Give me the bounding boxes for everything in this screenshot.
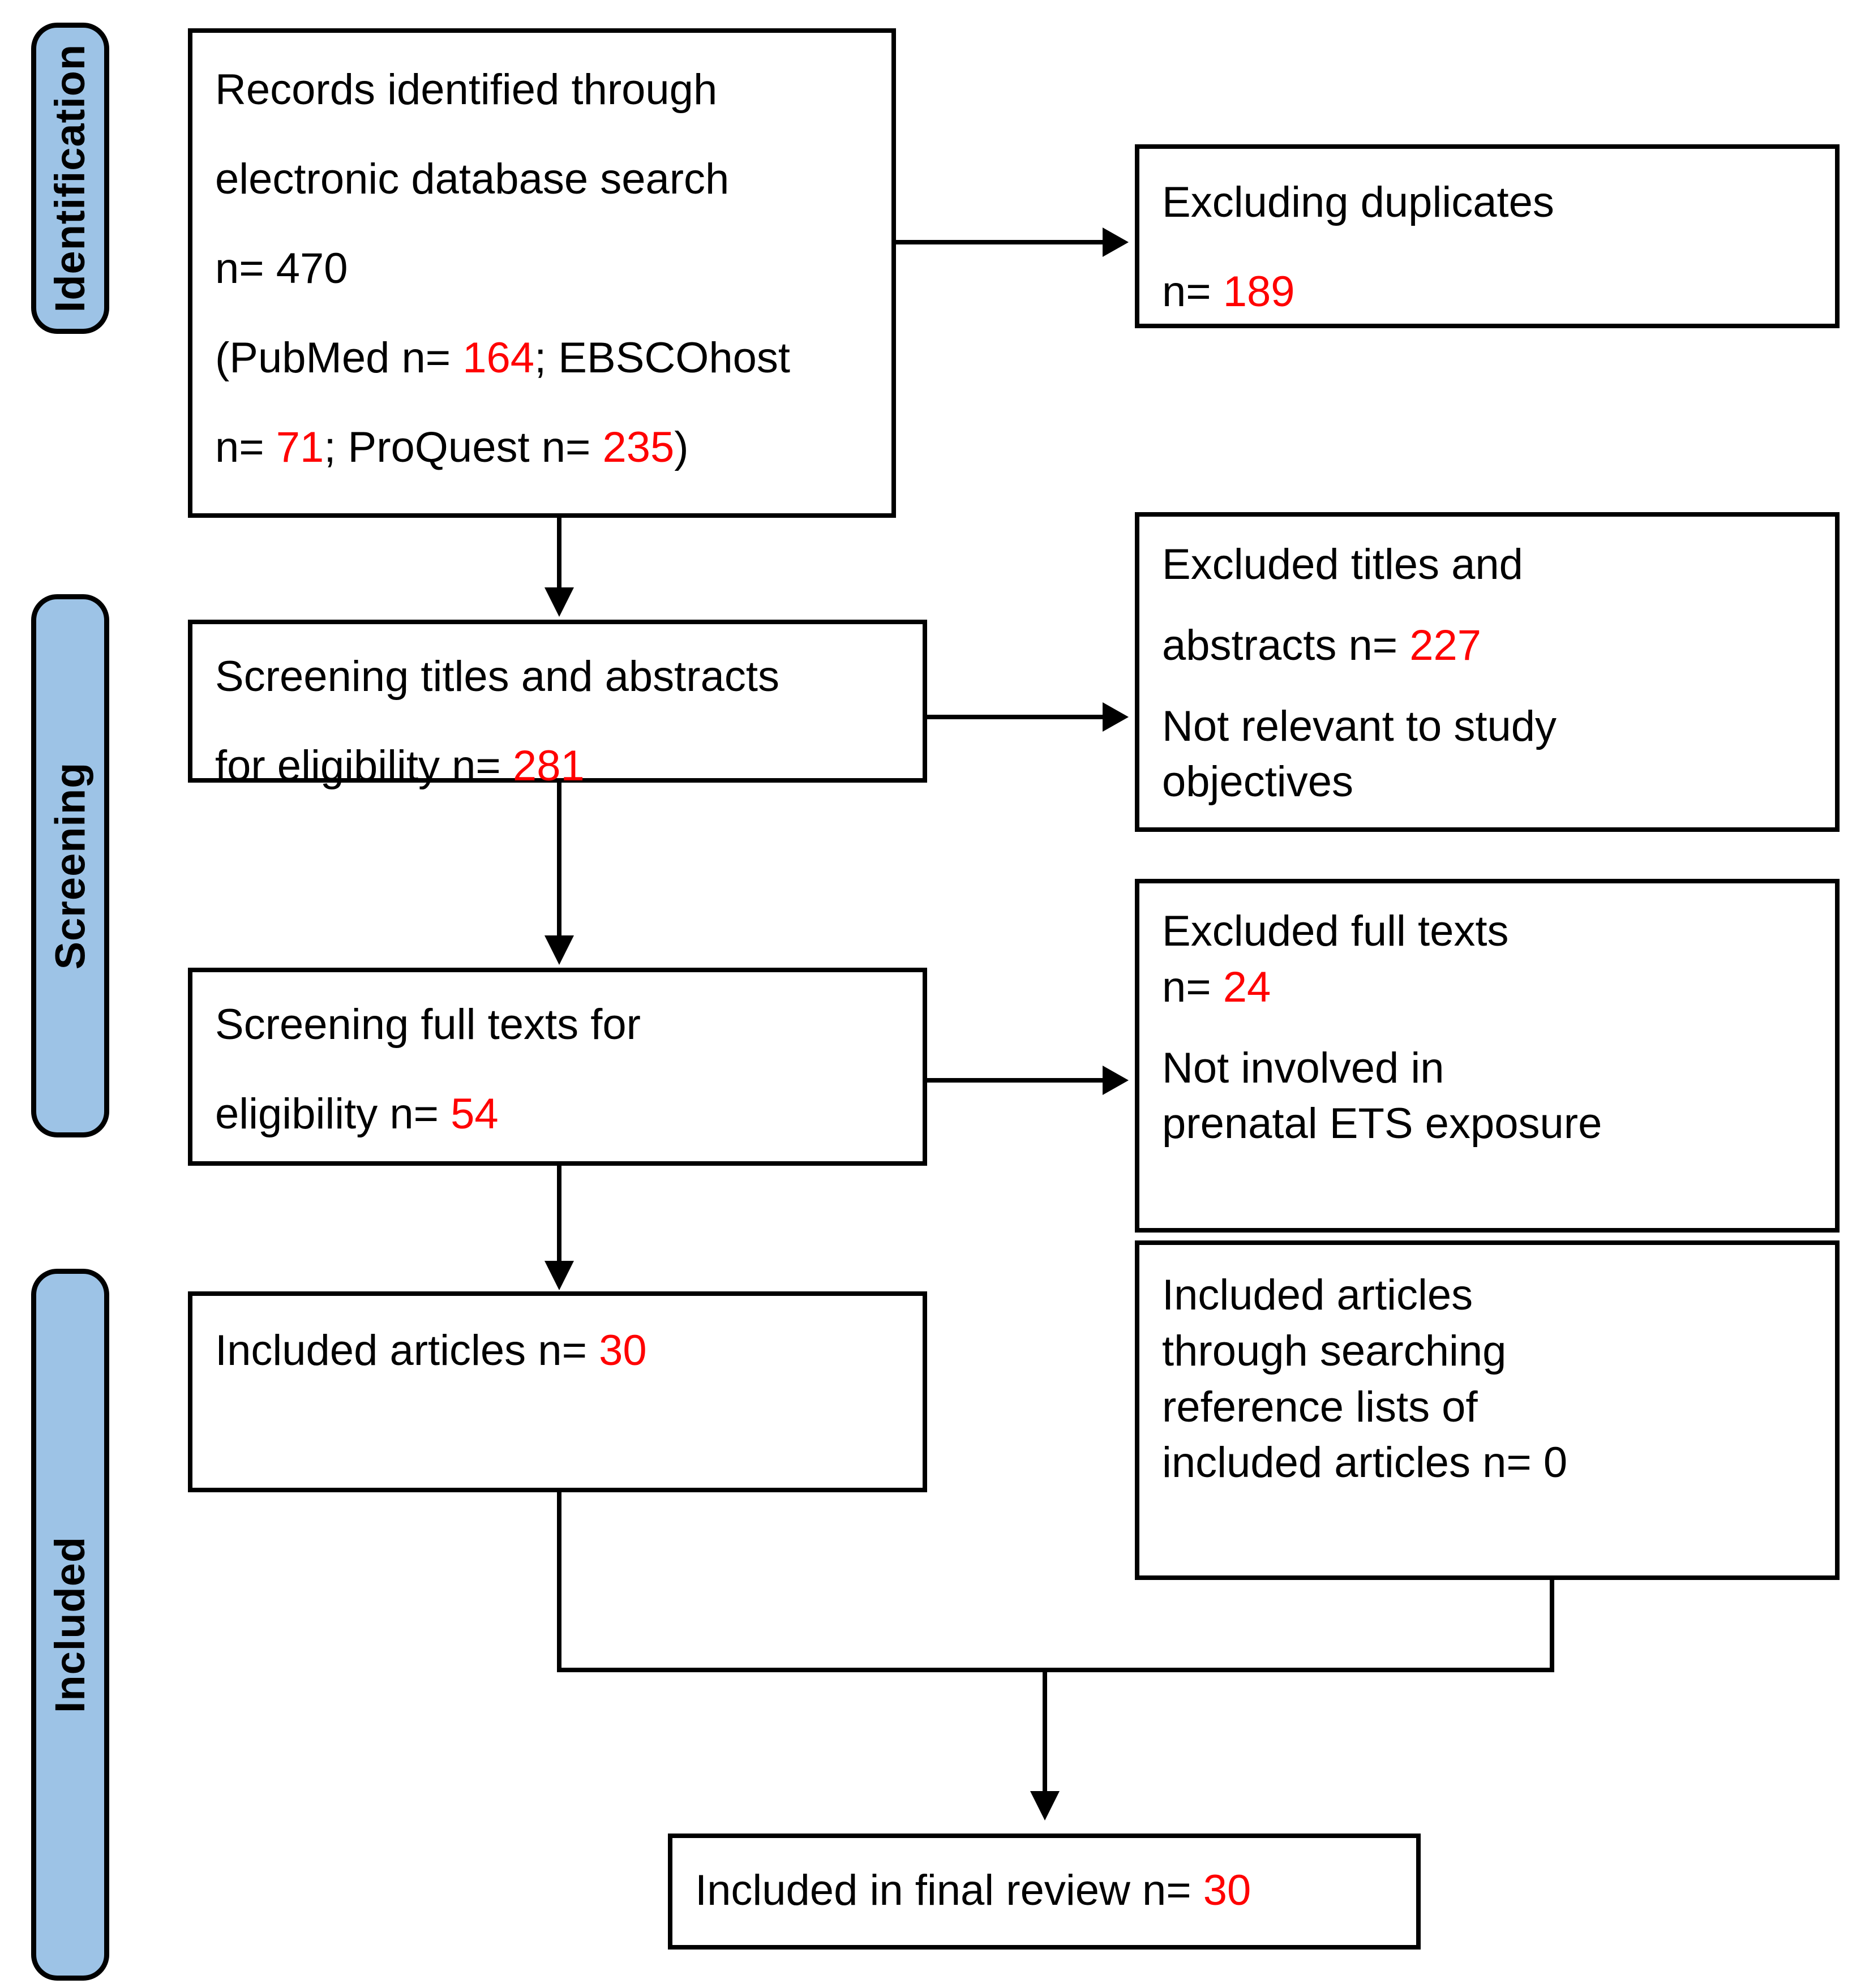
- included-articles-value: 30: [599, 1326, 647, 1375]
- phase-label-identification: Identification: [31, 23, 109, 334]
- pubmed-count: 164: [462, 334, 535, 382]
- included-refs-line-2: through searching: [1162, 1326, 1507, 1375]
- screening-fulltexts-count: eligibility n= 54: [215, 1082, 900, 1147]
- proquest-count: 235: [602, 423, 675, 471]
- excluding-duplicates-count: n= 189: [1162, 260, 1812, 324]
- excluding-duplicates-line-1: Excluding duplicates: [1162, 178, 1554, 226]
- box-records-identified: Records identified through electronic da…: [188, 28, 896, 518]
- phase-label-screening-text: Screening: [46, 762, 94, 970]
- screening-fulltexts-prefix: eligibility n=: [215, 1090, 451, 1138]
- arrowhead-fulltexts-to-excluded: [1103, 1066, 1129, 1095]
- arrowhead-titles-down: [545, 935, 574, 965]
- final-review-count: Included in final review n= 30: [695, 1858, 1394, 1923]
- ebscohost-count: 71: [276, 423, 324, 471]
- arrowhead-records-down: [545, 587, 574, 617]
- included-refs-line-3: reference lists of: [1162, 1382, 1478, 1431]
- screening-titles-count: for eligibility n= 281: [215, 734, 900, 798]
- arrowhead-records-to-duplicates: [1103, 227, 1129, 257]
- box-screening-fulltexts: Screening full texts for eligibility n= …: [188, 968, 927, 1166]
- phase-label-included-text: Included: [46, 1536, 93, 1714]
- screening-titles-line-1: Screening titles and abstracts: [215, 652, 779, 701]
- records-sources-close-paren: ): [674, 423, 689, 471]
- excluded-titles-line-1: Excluded titles and: [1162, 540, 1523, 589]
- box-excluding-duplicates: Excluding duplicates n= 189: [1135, 144, 1840, 328]
- connector-fulltexts-to-excluded: [923, 1078, 1105, 1083]
- records-sources-line-2: n= 71; ProQuest n= 235): [215, 415, 869, 480]
- connector-titles-to-excluded: [923, 715, 1105, 719]
- connector-merge-horizontal: [557, 1668, 1554, 1672]
- excluded-fulltexts-line-4: prenatal ETS exposure: [1162, 1100, 1602, 1148]
- ebscohost-n-prefix: n=: [215, 423, 276, 471]
- arrowhead-fulltexts-down: [545, 1261, 574, 1290]
- box-screening-titles: Screening titles and abstracts for eligi…: [188, 620, 927, 790]
- excluded-fulltexts-value: 24: [1223, 963, 1271, 1011]
- box-included-articles: Included articles n= 30: [188, 1291, 927, 1492]
- box-excluded-fulltexts: Excluded full texts n= 24 Not involved i…: [1135, 879, 1840, 1233]
- connector-records-to-duplicates: [896, 240, 1105, 244]
- screening-fulltexts-line-1: Screening full texts for: [215, 1001, 641, 1049]
- excluded-titles-line-3: Not relevant to study: [1162, 702, 1557, 750]
- excluded-titles-line-4: objectives: [1162, 758, 1353, 806]
- included-refs-line-4: included articles n= 0: [1162, 1439, 1568, 1487]
- connector-included-articles-down: [557, 1492, 561, 1672]
- phase-label-identification-text: Identification: [46, 44, 94, 313]
- connector-fulltexts-down: [557, 1166, 561, 1262]
- screening-titles-value: 281: [512, 742, 585, 790]
- box-included-from-references: Included articles through searching refe…: [1135, 1240, 1840, 1580]
- connector-titles-down: [557, 783, 561, 937]
- phase-label-included: Included: [31, 1269, 109, 1981]
- pubmed-label: (PubMed n=: [215, 334, 463, 382]
- excluded-titles-prefix: abstracts n=: [1162, 621, 1410, 669]
- excluded-fulltexts-count: n= 24: [1162, 960, 1812, 1016]
- arrowhead-merge-down: [1030, 1791, 1060, 1820]
- excluded-titles-count: abstracts n= 227: [1162, 618, 1812, 674]
- excluded-fulltexts-line-3: Not involved in: [1162, 1044, 1444, 1092]
- records-sources-line-1: (PubMed n= 164; EBSCOhost: [215, 326, 869, 390]
- phase-label-screening: Screening: [31, 594, 109, 1137]
- included-articles-count: Included articles n= 30: [215, 1319, 900, 1383]
- box-final-review: Included in final review n= 30: [668, 1834, 1421, 1950]
- screening-titles-prefix: for eligibility n=: [215, 742, 513, 790]
- connector-included-refs-down: [1550, 1580, 1554, 1672]
- ebscohost-label: ; EBSCOhost: [534, 334, 791, 382]
- excluding-duplicates-value: 189: [1223, 268, 1295, 316]
- included-articles-prefix: Included articles n=: [215, 1326, 599, 1375]
- records-total-prefix: n=: [215, 244, 276, 293]
- proquest-label: ; ProQuest n=: [324, 423, 603, 471]
- records-total-value: 470: [276, 244, 348, 293]
- arrowhead-titles-to-excluded: [1103, 702, 1129, 732]
- records-line-2: electronic database search: [215, 155, 730, 203]
- excluding-duplicates-prefix: n=: [1162, 268, 1223, 316]
- excluded-fulltexts-line-1: Excluded full texts: [1162, 907, 1509, 955]
- records-total: n= 470: [215, 237, 869, 301]
- final-review-prefix: Included in final review n=: [695, 1866, 1203, 1914]
- included-refs-line-1: Included articles: [1162, 1271, 1473, 1319]
- connector-merge-down: [1043, 1668, 1047, 1793]
- connector-records-down: [557, 518, 561, 589]
- excluded-titles-value: 227: [1409, 621, 1482, 669]
- screening-fulltexts-value: 54: [451, 1090, 499, 1138]
- records-line-1: Records identified through: [215, 66, 718, 114]
- excluded-fulltexts-prefix: n=: [1162, 963, 1223, 1011]
- final-review-value: 30: [1203, 1866, 1251, 1914]
- box-excluded-titles: Excluded titles and abstracts n= 227 Not…: [1135, 512, 1840, 832]
